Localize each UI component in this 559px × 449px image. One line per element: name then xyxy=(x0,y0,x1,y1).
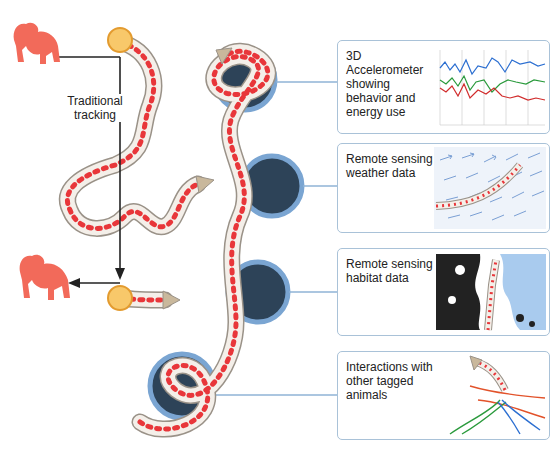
interaction-thumbnail xyxy=(434,355,546,436)
data-source-box: Remote sensing habitat data xyxy=(337,248,550,336)
track-arrowheads xyxy=(163,48,232,309)
weather-thumbnail xyxy=(434,147,546,229)
gps-fixes xyxy=(108,28,132,310)
habitat-thumbnail xyxy=(434,252,546,332)
baboon-icon xyxy=(14,23,60,64)
data-source-box: 3D Accelerometer showing behavior and en… xyxy=(337,40,550,134)
box-text: Interactions with other tagged animals xyxy=(346,360,434,402)
accelerometer-thumbnail xyxy=(434,44,546,130)
box-text: Remote sensing weather data xyxy=(346,152,434,180)
box-text: 3D Accelerometer showing behavior and en… xyxy=(346,49,434,119)
method-label: Traditional tracking xyxy=(60,94,130,122)
data-source-box: Interactions with other tagged animals xyxy=(337,351,550,440)
data-source-box: Remote sensing weather data xyxy=(337,143,550,233)
traditional-arrows xyxy=(58,57,125,288)
box-text: Remote sensing habitat data xyxy=(346,257,434,285)
baboon-icon xyxy=(20,255,70,300)
